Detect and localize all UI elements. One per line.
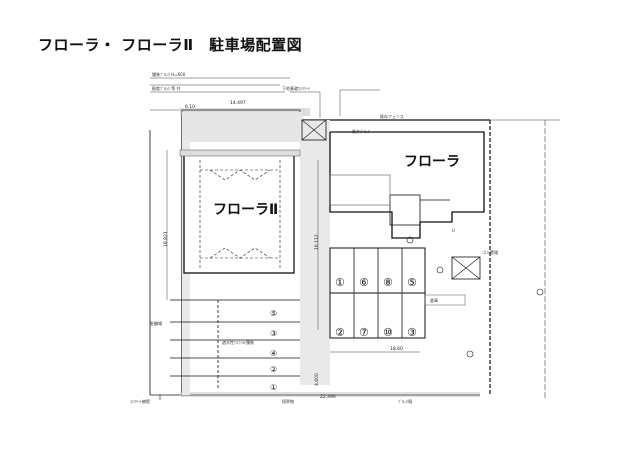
- side-slot: ③: [270, 329, 277, 338]
- dim-top: 14.497: [230, 100, 246, 106]
- trash-label: ゴミ置場: [482, 249, 498, 255]
- note-3: 下地基礎ｺﾝｸﾘｰﾄ: [282, 85, 310, 91]
- dim-right-vertical: 16.112: [314, 234, 320, 250]
- note-existing-block: 既存ﾌﾞﾛｯｸ: [352, 128, 370, 134]
- storage-label: 倉庫: [430, 297, 438, 303]
- dim-bottom: 22.490: [320, 394, 336, 400]
- slot-label: ⑦: [359, 326, 369, 339]
- slot-label: ①: [335, 276, 345, 289]
- flora-building: フローラ U: [329, 131, 485, 239]
- flora-label: フローラ: [404, 154, 460, 170]
- slot-label: ⑩: [383, 326, 393, 339]
- side-slot: ④: [270, 349, 277, 358]
- flora2-building: フローラⅡ: [179, 149, 301, 274]
- fixture-icons: [406, 236, 544, 358]
- trash-station: ゴミ置場: [451, 249, 498, 280]
- side-slot: ②: [270, 365, 277, 374]
- meter-box: [301, 119, 327, 141]
- parking-grid: ① ⑥ ⑧ ⑤ ② ⑦ ⑩ ③ 倉庫: [329, 247, 466, 339]
- dim-left-vertical: 18.821: [163, 231, 169, 247]
- side-slot: ⑤: [270, 309, 277, 318]
- note-block-wall: ﾌﾞﾛｯｸ塀: [398, 398, 412, 404]
- note-1: 舗装ﾌﾞﾛｯｸ H=600: [152, 71, 186, 77]
- slot-label: ②: [335, 326, 345, 339]
- slot-label: ⑥: [359, 276, 369, 289]
- dim-top-left: 6.10: [185, 104, 195, 110]
- slot-label: ⑤: [407, 276, 417, 289]
- side-parking: 遮水性ｱｽﾌｧﾙﾄ舗装 駐輪場 ⑤ ③ ④ ② ①: [150, 299, 300, 392]
- shaded-area: [182, 112, 330, 395]
- top-notes: 舗装ﾌﾞﾛｯｸ H=600 植栽ﾌﾞﾛｯｸ 等 共 下地基礎ｺﾝｸﾘｰﾄ: [150, 71, 380, 118]
- center-label: 遮水性ｱｽﾌｧﾙﾄ舗装: [222, 339, 254, 345]
- flora2-label: フローラⅡ: [213, 202, 278, 218]
- side-slot: ①: [270, 383, 277, 392]
- page-title: フローラ・ フローラⅡ 駐車場配置図: [38, 36, 303, 54]
- svg-text:U: U: [452, 228, 455, 233]
- bike-label: 駐輪場: [150, 320, 162, 326]
- dim-small-vertical: 4.600: [314, 373, 320, 386]
- note-retaining-wall: ｺﾝｸﾘｰﾄ擁壁: [130, 398, 150, 404]
- slot-label: ⑧: [383, 276, 393, 289]
- note-boundary: 境界線: [282, 398, 294, 404]
- note-2: 植栽ﾌﾞﾛｯｸ 等 共: [152, 85, 181, 91]
- dim-right-bottom: 18.60: [390, 346, 403, 352]
- slot-label: ③: [407, 326, 417, 339]
- note-existing-fence: 既存フェンス: [380, 113, 404, 119]
